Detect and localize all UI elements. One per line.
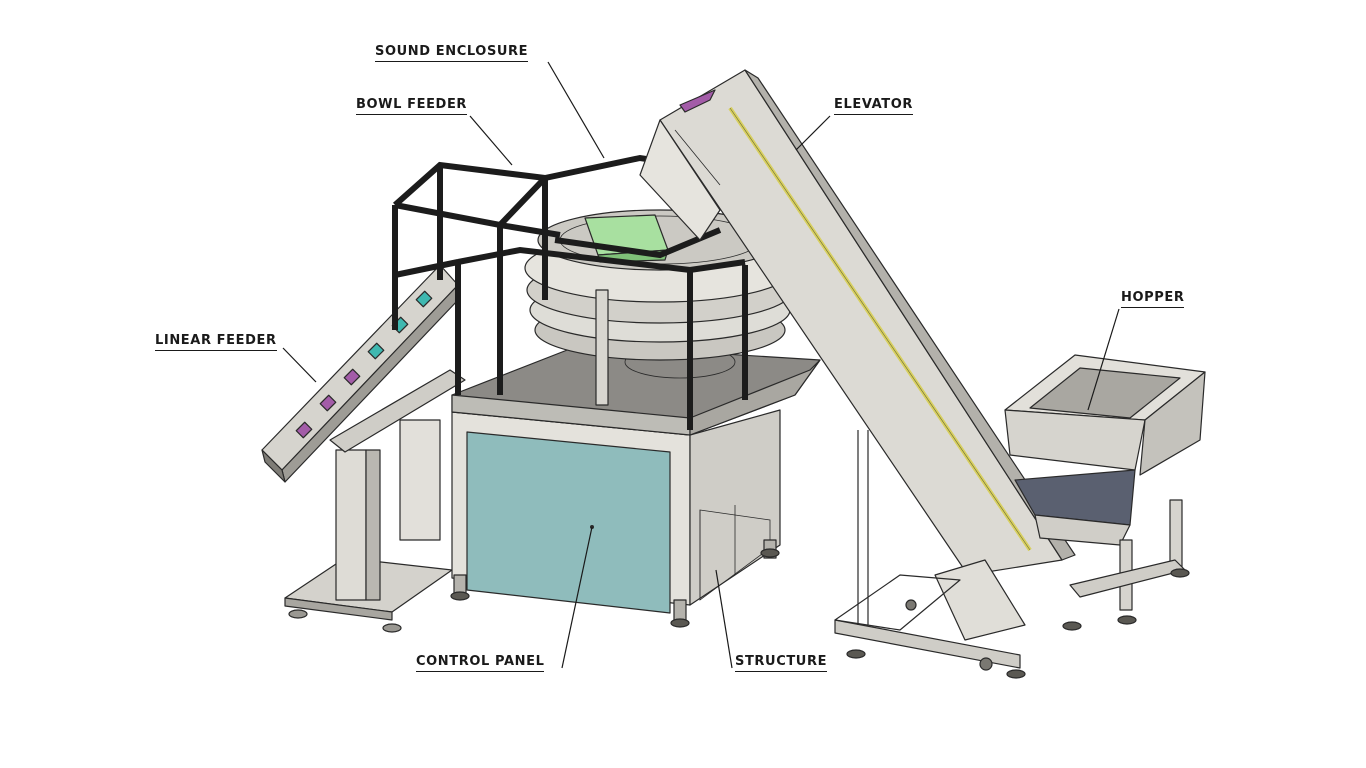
bowl-feeder — [524, 209, 796, 406]
leader-structure — [715, 569, 733, 669]
label-linear-feeder: LINEAR FEEDER — [155, 333, 277, 351]
control-panel — [466, 431, 671, 614]
elevator — [639, 69, 1076, 679]
sound-enclosure — [392, 154, 748, 430]
label-bowl-feeder: BOWL FEEDER — [356, 97, 468, 115]
leader-linear-feeder — [282, 347, 317, 383]
linear-feeder — [261, 264, 459, 483]
leader-lines — [282, 61, 1120, 669]
leader-bowl-feeder — [469, 115, 513, 166]
leader-sound-enclosure — [547, 61, 605, 159]
label-structure: STRUCTURE — [735, 654, 828, 672]
linear-feeder-stand — [284, 369, 466, 633]
label-control-panel: CONTROL PANEL — [416, 654, 545, 672]
label-hopper: HOPPER — [1121, 290, 1185, 308]
leader-elevator — [795, 115, 831, 151]
label-sound-enclosure: SOUND ENCLOSURE — [375, 44, 529, 62]
deck — [451, 344, 821, 436]
leader-hopper — [1087, 308, 1120, 411]
label-elevator: ELEVATOR — [834, 97, 914, 115]
hopper — [1004, 354, 1206, 631]
leader-control-panel — [561, 526, 593, 669]
